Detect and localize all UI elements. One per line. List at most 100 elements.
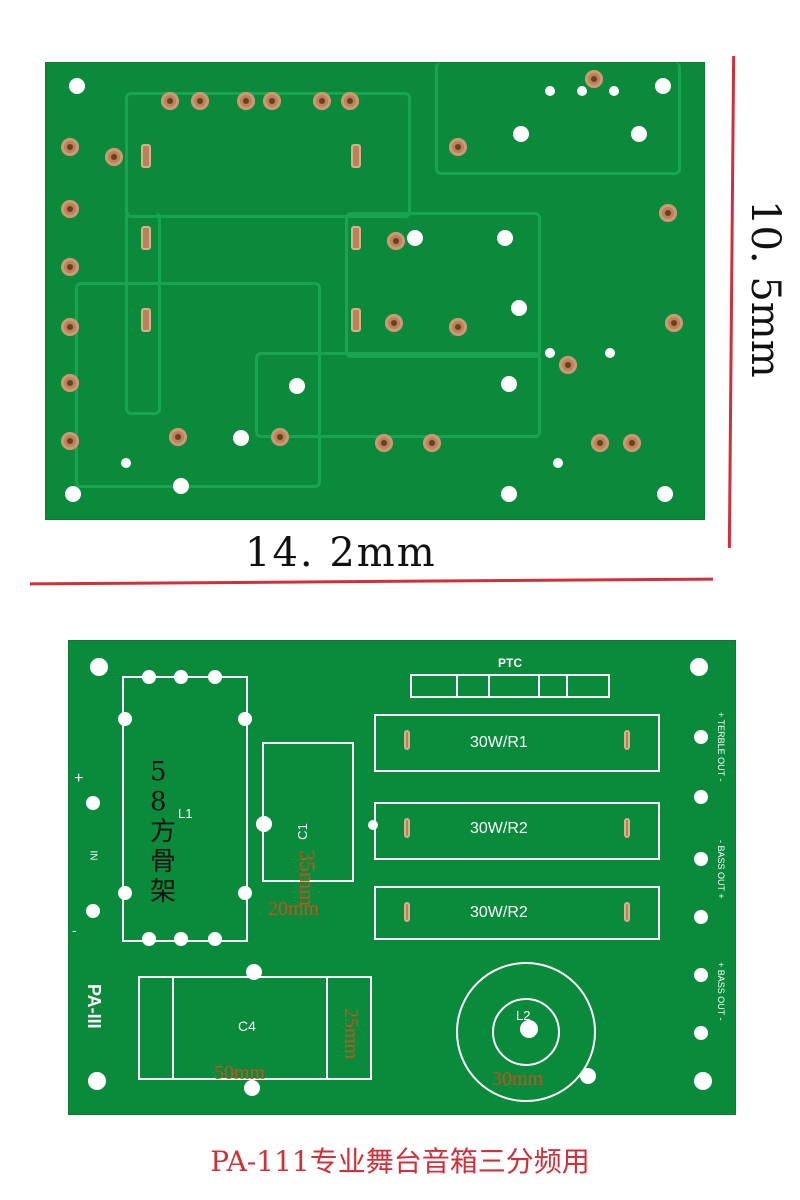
copper-pad bbox=[61, 200, 79, 218]
inductor-l2-diameter: 30mm bbox=[492, 1068, 544, 1090]
through-hole bbox=[118, 712, 132, 726]
through-hole bbox=[580, 1068, 596, 1084]
width-dimension-label: 14. 2mm bbox=[245, 530, 437, 576]
input-label: IN bbox=[87, 850, 99, 861]
copper-pad bbox=[387, 232, 405, 250]
copper-pad bbox=[585, 70, 603, 88]
through-hole bbox=[238, 886, 252, 900]
trace bbox=[345, 212, 541, 358]
board-name: PA-III bbox=[84, 984, 104, 1029]
through-hole bbox=[501, 376, 517, 392]
capacitor-c4-width: 50mm bbox=[214, 1062, 266, 1084]
capacitor-c4-height: 25mm bbox=[340, 1008, 362, 1060]
through-hole bbox=[244, 1080, 260, 1096]
copper-pad bbox=[61, 318, 79, 336]
through-hole bbox=[233, 430, 249, 446]
capacitor-c4-inner bbox=[172, 976, 328, 1080]
inductor-l1-note: 58方骨架 bbox=[150, 757, 177, 907]
copper-pad bbox=[61, 138, 79, 156]
copper-pad bbox=[61, 258, 79, 276]
via bbox=[368, 820, 378, 830]
height-dimension-line bbox=[727, 55, 736, 549]
input-plus-label: + bbox=[74, 770, 84, 787]
copper-pad bbox=[313, 92, 331, 110]
via bbox=[121, 458, 131, 468]
resistor-r1-label: 30W/R1 bbox=[470, 734, 528, 751]
through-hole bbox=[238, 712, 252, 726]
product-caption: PA-111专业舞台音箱三分频用 bbox=[210, 1145, 590, 1178]
through-hole bbox=[694, 1026, 708, 1040]
ptc-outline bbox=[410, 674, 610, 698]
through-hole bbox=[289, 378, 305, 394]
trace bbox=[435, 62, 681, 175]
copper-pad bbox=[169, 428, 187, 446]
capacitor-c1-outline bbox=[262, 742, 354, 882]
mounting-hole bbox=[690, 658, 708, 676]
through-hole bbox=[501, 486, 517, 502]
copper-pad bbox=[61, 432, 79, 450]
resistor-r2-outline bbox=[374, 802, 660, 860]
copper-pad bbox=[385, 314, 403, 332]
copper-pad bbox=[623, 434, 641, 452]
ptc-segment bbox=[456, 674, 490, 698]
mounting-hole bbox=[655, 78, 671, 94]
copper-pad bbox=[375, 434, 393, 452]
copper-pad bbox=[559, 356, 577, 374]
copper-pad bbox=[61, 374, 79, 392]
bass-out-1-label: - BASS OUT + bbox=[716, 840, 726, 899]
through-hole bbox=[174, 670, 188, 684]
through-hole bbox=[694, 790, 708, 804]
trace bbox=[125, 92, 411, 218]
pcb-top-board bbox=[45, 62, 705, 520]
ptc-segment bbox=[538, 674, 568, 698]
through-hole bbox=[694, 968, 708, 982]
trace bbox=[75, 282, 321, 488]
copper-pad bbox=[191, 92, 209, 110]
through-hole bbox=[513, 126, 529, 142]
resistor-pad bbox=[624, 902, 630, 922]
through-hole bbox=[173, 478, 189, 494]
via bbox=[577, 86, 587, 96]
mounting-hole bbox=[694, 1072, 712, 1090]
inductor-l1-label: L1 bbox=[178, 806, 193, 821]
resistor-pad bbox=[404, 730, 410, 750]
trace bbox=[125, 212, 161, 415]
via bbox=[545, 86, 555, 96]
copper-pad bbox=[263, 92, 281, 110]
inductor-l2-inner-ring bbox=[492, 998, 560, 1066]
through-hole bbox=[511, 300, 527, 316]
resistor-slot bbox=[141, 308, 151, 332]
copper-pad bbox=[665, 314, 683, 332]
copper-pad bbox=[341, 92, 359, 110]
copper-pad bbox=[271, 428, 289, 446]
through-hole bbox=[118, 886, 132, 900]
copper-pad bbox=[449, 318, 467, 336]
resistor-r3-label: 30W/R2 bbox=[470, 904, 528, 921]
via bbox=[545, 348, 555, 358]
mounting-hole bbox=[90, 658, 108, 676]
resistor-pad bbox=[624, 818, 630, 838]
capacitor-c1-label: C1 bbox=[294, 823, 310, 840]
copper-pad bbox=[423, 434, 441, 452]
through-hole bbox=[142, 932, 156, 946]
trace bbox=[255, 352, 541, 438]
resistor-r3-outline bbox=[374, 886, 660, 940]
mounting-hole bbox=[88, 1072, 106, 1090]
via bbox=[609, 86, 619, 96]
terble-out-label: + TERBLE OUT - bbox=[716, 712, 726, 782]
through-hole bbox=[86, 904, 100, 918]
capacitor-c1-width: 20mm bbox=[268, 898, 320, 920]
resistor-pad bbox=[624, 730, 630, 750]
through-hole bbox=[256, 816, 272, 832]
through-hole bbox=[208, 670, 222, 684]
resistor-pad bbox=[404, 818, 410, 838]
through-hole bbox=[520, 1020, 538, 1038]
resistor-slot bbox=[351, 226, 361, 250]
via bbox=[605, 348, 615, 358]
mounting-hole bbox=[657, 486, 673, 502]
copper-pad bbox=[449, 138, 467, 156]
through-hole bbox=[407, 230, 423, 246]
through-hole bbox=[142, 670, 156, 684]
ptc-label: PTC bbox=[498, 656, 522, 670]
through-hole bbox=[174, 932, 188, 946]
